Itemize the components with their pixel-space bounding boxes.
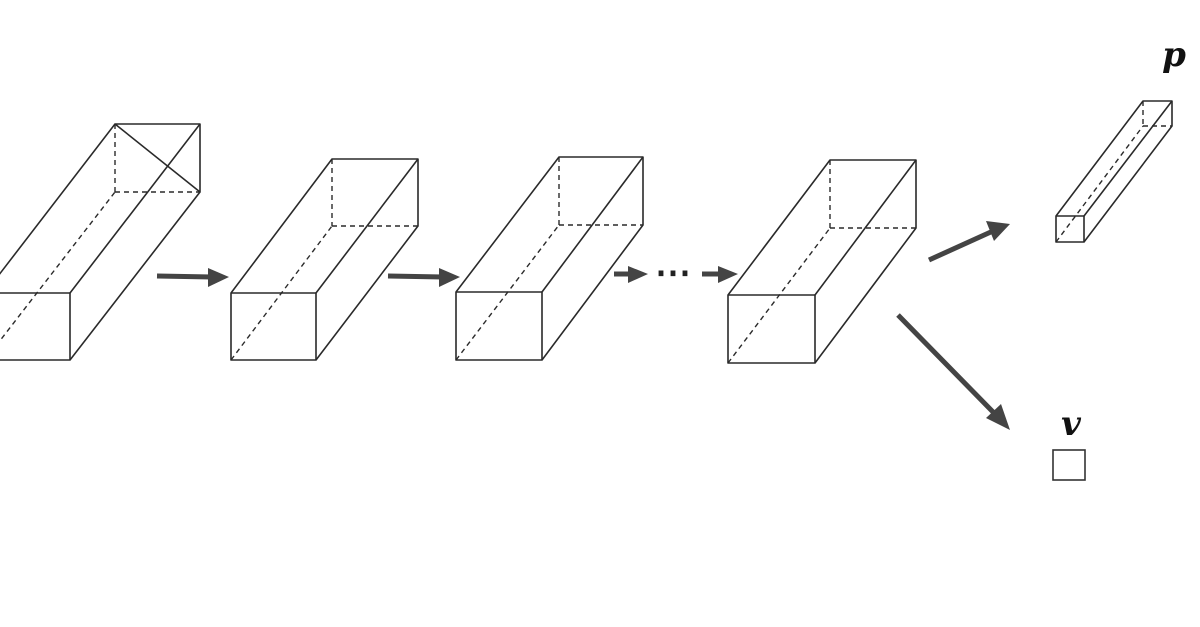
arrow-to-value — [896, 313, 1010, 430]
value-output — [1052, 449, 1086, 481]
arrow-2 — [387, 268, 460, 287]
policy-output — [1055, 100, 1173, 243]
arrow-4 — [702, 266, 738, 283]
value-label: v — [1061, 404, 1082, 444]
feature-block-4 — [727, 159, 917, 364]
ellipsis: ⋯ — [655, 251, 691, 293]
feature-block-1 — [0, 123, 201, 361]
policy-label: p — [1162, 35, 1186, 75]
feature-block-2 — [230, 158, 419, 361]
arrow-1 — [156, 268, 229, 287]
arrow-3 — [614, 266, 648, 283]
arrow-to-policy — [927, 221, 1010, 263]
feature-block-3 — [455, 156, 644, 361]
